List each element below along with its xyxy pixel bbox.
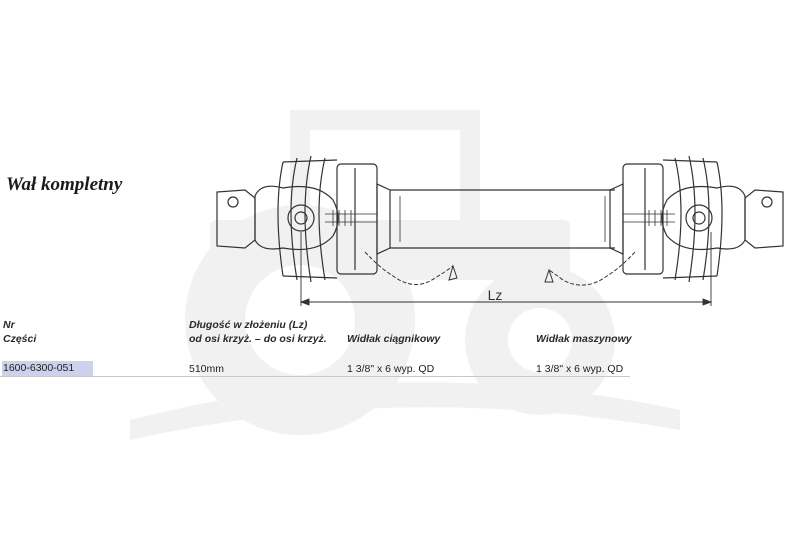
header-part-no: Nr Części <box>3 318 36 346</box>
header-machine-yoke-line1: Widłak maszynowy <box>536 333 632 345</box>
pto-shaft-drawing: Lz <box>216 155 784 306</box>
safety-chains <box>364 251 636 286</box>
part-number-cell[interactable]: 1600-6300-051 <box>2 361 93 376</box>
page-title: Wał kompletny <box>6 174 123 195</box>
right-yoke <box>609 155 784 283</box>
header-part-no-line2: Części <box>3 333 37 345</box>
header-length-line2: od osi krzyż. – do osi krzyż. <box>189 333 327 345</box>
header-length-line1: Długość w złożeniu (Lz) <box>189 319 308 331</box>
header-tractor-yoke-line1: Widłak ciągnikowy <box>347 333 441 345</box>
dimension-label: Lz <box>488 287 503 303</box>
machine-yoke-cell: 1 3/8" x 6 wyp. QD <box>536 363 624 375</box>
header-part-no-line1: Nr <box>3 319 15 331</box>
shaft-tubes <box>390 189 615 249</box>
tractor-watermark-icon <box>130 110 680 440</box>
dimension-lz <box>299 232 713 306</box>
left-yoke <box>216 155 391 283</box>
header-tractor-yoke: Widłak ciągnikowy <box>347 332 440 346</box>
length-cell: 510mm <box>189 363 225 375</box>
tractor-yoke-cell: 1 3/8" x 6 wyp. QD <box>347 363 435 375</box>
header-length: Długość w złożeniu (Lz) od osi krzyż. – … <box>189 318 327 346</box>
row-divider <box>0 376 630 377</box>
header-machine-yoke: Widłak maszynowy <box>536 332 632 346</box>
